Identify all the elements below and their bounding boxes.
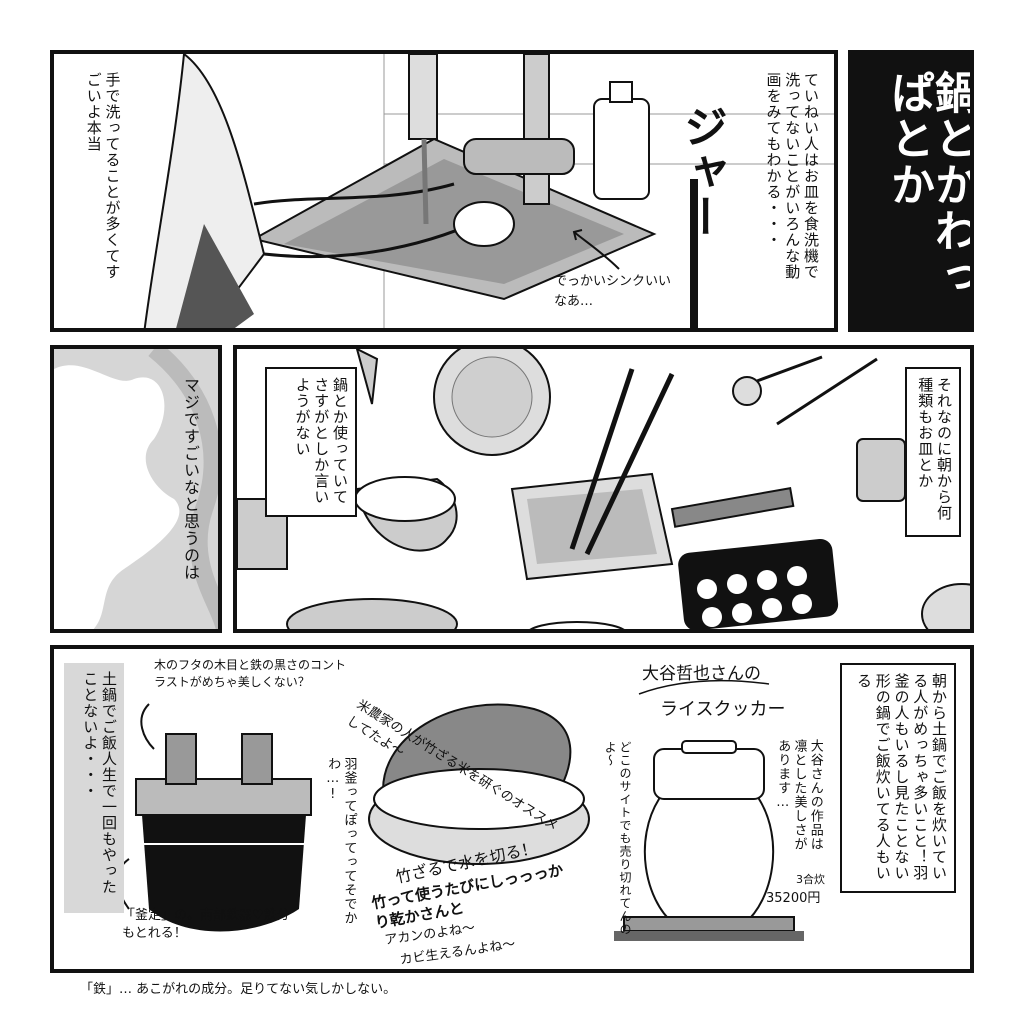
- price-size: 3合炊: [796, 873, 825, 886]
- donabe-box: 土鍋でご飯人生で一回もやったことないよ・・・: [64, 663, 124, 913]
- footer-note: 「鉄」… あこがれの成分。足りてない気しかしない。: [80, 982, 397, 997]
- sound-effect: ジャー: [676, 104, 727, 239]
- panel-thought: マジですごいなと思うのは: [50, 345, 222, 633]
- right-text-box: 朝から土鍋でご飯を炊いている人がめっちゃ多いこと！羽釜の人もいるし見たことない形…: [840, 663, 956, 893]
- dishes-illustration: [237, 349, 970, 629]
- gray-wash: [54, 349, 218, 629]
- cooker-title-1: 大谷哲也さんの: [642, 664, 761, 684]
- cooker-note-left: どこのサイトでも売り切れてんのよ～: [603, 741, 632, 936]
- sink-note: でっかいシンクいいなあ…: [554, 274, 672, 309]
- panel-cookware: 土鍋でご飯人生で一回もやったことないよ・・・ 木のフタの木目と鉄の黒さのコントラ…: [50, 645, 974, 973]
- narration-left: 手で洗ってることが多くてすごいよ本当: [84, 72, 122, 280]
- panel-sink: 手で洗ってることが多くてすごいよ本当 ていねい人はお皿を食洗機で洗ってないことが…: [50, 50, 838, 332]
- title-block: 鍋とかわっぱとか: [848, 50, 974, 332]
- cooker-title-2: ライスクッカー: [660, 699, 786, 720]
- narration-right: ていねい人はお皿を食洗機で洗ってないことがいろんな動画をみてもわかる・・・: [764, 72, 821, 280]
- thought-narration: マジですごいなと思うのは: [181, 377, 200, 581]
- text-box-right: それなのに朝から何種類もお皿とか: [905, 367, 961, 537]
- page-title: 鍋とかわっぱとか: [883, 70, 974, 300]
- price-value: 35200円: [766, 891, 821, 906]
- sink-illustration: [143, 54, 834, 328]
- kama-note: 「釜定」の。南部鉄器♡鉄分もとれる！: [122, 908, 290, 942]
- hagama-note: 羽釜ってぽってってそでかわ…!: [325, 757, 357, 925]
- pot-note: 木のフタの木目と鉄の黒さのコントラストがめちゃ美しくない？: [154, 658, 347, 690]
- text-box-left: 鍋とか使っていてさすがとしか言いようがない: [265, 367, 357, 517]
- panel-dishes: 鍋とか使っていてさすがとしか言いようがない それなのに朝から何種類もお皿とか: [233, 345, 974, 633]
- cookware-illustration: [116, 679, 804, 941]
- cooker-note-right: 大谷さんの作品は凛とした美しさがあります…: [775, 739, 823, 851]
